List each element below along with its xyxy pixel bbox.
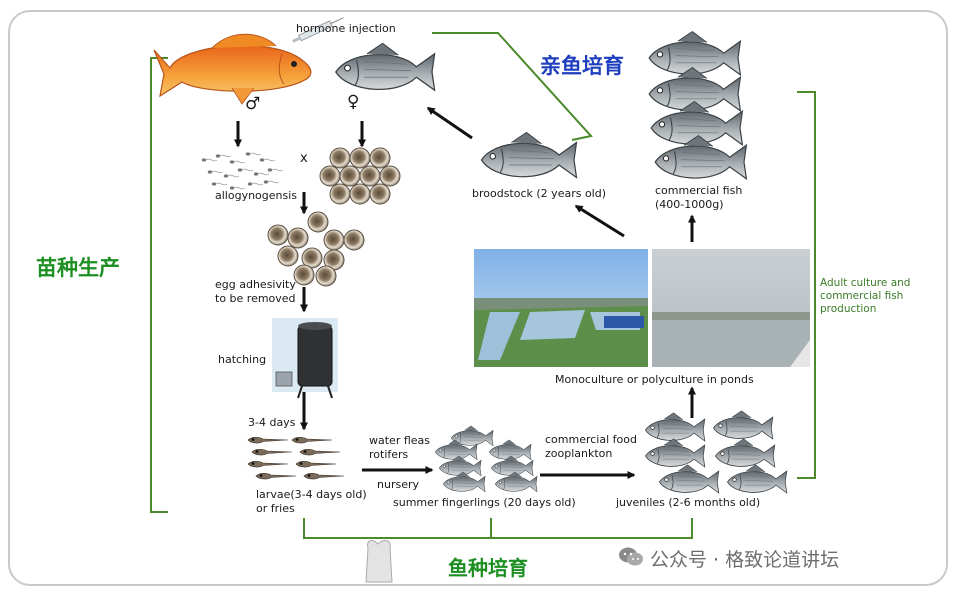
label-commercial-food: commercial food zooplankton — [545, 433, 637, 460]
larvae-icon — [247, 436, 345, 480]
label-broodstock: broodstock (2 years old) — [472, 187, 607, 200]
pond-photo-right — [652, 249, 810, 367]
male-symbol: ♂ — [245, 94, 261, 114]
broodstock-bracket — [432, 32, 593, 141]
fish-bag-icon — [365, 540, 393, 583]
broodstock-fish-icon — [480, 131, 578, 179]
label-hatching: hatching — [218, 353, 267, 366]
sperm-icon — [201, 152, 284, 190]
label-summer-fingerlings: summer fingerlings (20 days old) — [393, 496, 576, 509]
label-larvae: larvae(3-4 days old) or fries — [256, 488, 367, 515]
pond-photo-left — [474, 249, 648, 367]
female-crucian-icon — [335, 42, 436, 91]
adult-culture-bracket — [797, 91, 816, 479]
cross-symbol: x — [300, 151, 308, 166]
seedling-bracket — [150, 57, 168, 513]
juveniles-icon — [645, 410, 788, 494]
eggs-icon — [319, 147, 401, 205]
female-symbol: ♀ — [347, 92, 360, 112]
arrow-broodstock-to-female — [426, 106, 473, 140]
label-commercial-fish: commercial fish (400-1000g) — [655, 184, 743, 211]
label-adult-culture: Adult culture and commercial fish produc… — [820, 277, 911, 315]
heading-fingerling-cultivation: 鱼种培育 — [448, 556, 528, 580]
fingerlings-icon — [435, 425, 538, 492]
commercial-fish-icon — [648, 30, 748, 180]
label-allogynogensis: allogynogensis — [215, 189, 298, 202]
heading-seedling-production: 苗种生产 — [36, 256, 120, 280]
wechat-icon — [619, 547, 643, 566]
adhesive-eggs-icon — [267, 211, 365, 287]
label-nursery: nursery — [377, 478, 419, 491]
male-carp-icon — [153, 33, 312, 105]
label-egg-adhesivity: egg adhesivity to be removed — [215, 278, 296, 305]
syringe-icon — [292, 17, 344, 43]
watermark: 公众号 · 格致论道讲坛 — [618, 545, 839, 572]
label-monoculture: Monoculture or polyculture in ponds — [555, 373, 754, 386]
label-hormone-injection: hormone injection — [296, 22, 396, 35]
watermark-text: 公众号 · 格致论道讲坛 — [650, 549, 840, 571]
label-3-4-days: 3-4 days — [248, 416, 296, 429]
label-juveniles: juveniles (2-6 months old) — [616, 496, 761, 509]
hatching-jar-icon — [272, 318, 338, 399]
flow-arrows — [234, 106, 696, 479]
fingerling-bracket — [303, 518, 693, 539]
arrow-to-broodstock — [574, 204, 625, 238]
label-water-fleas: water fleas rotifers — [369, 434, 431, 461]
heading-broodstock-cultivation: 亲鱼培育 — [540, 54, 624, 78]
